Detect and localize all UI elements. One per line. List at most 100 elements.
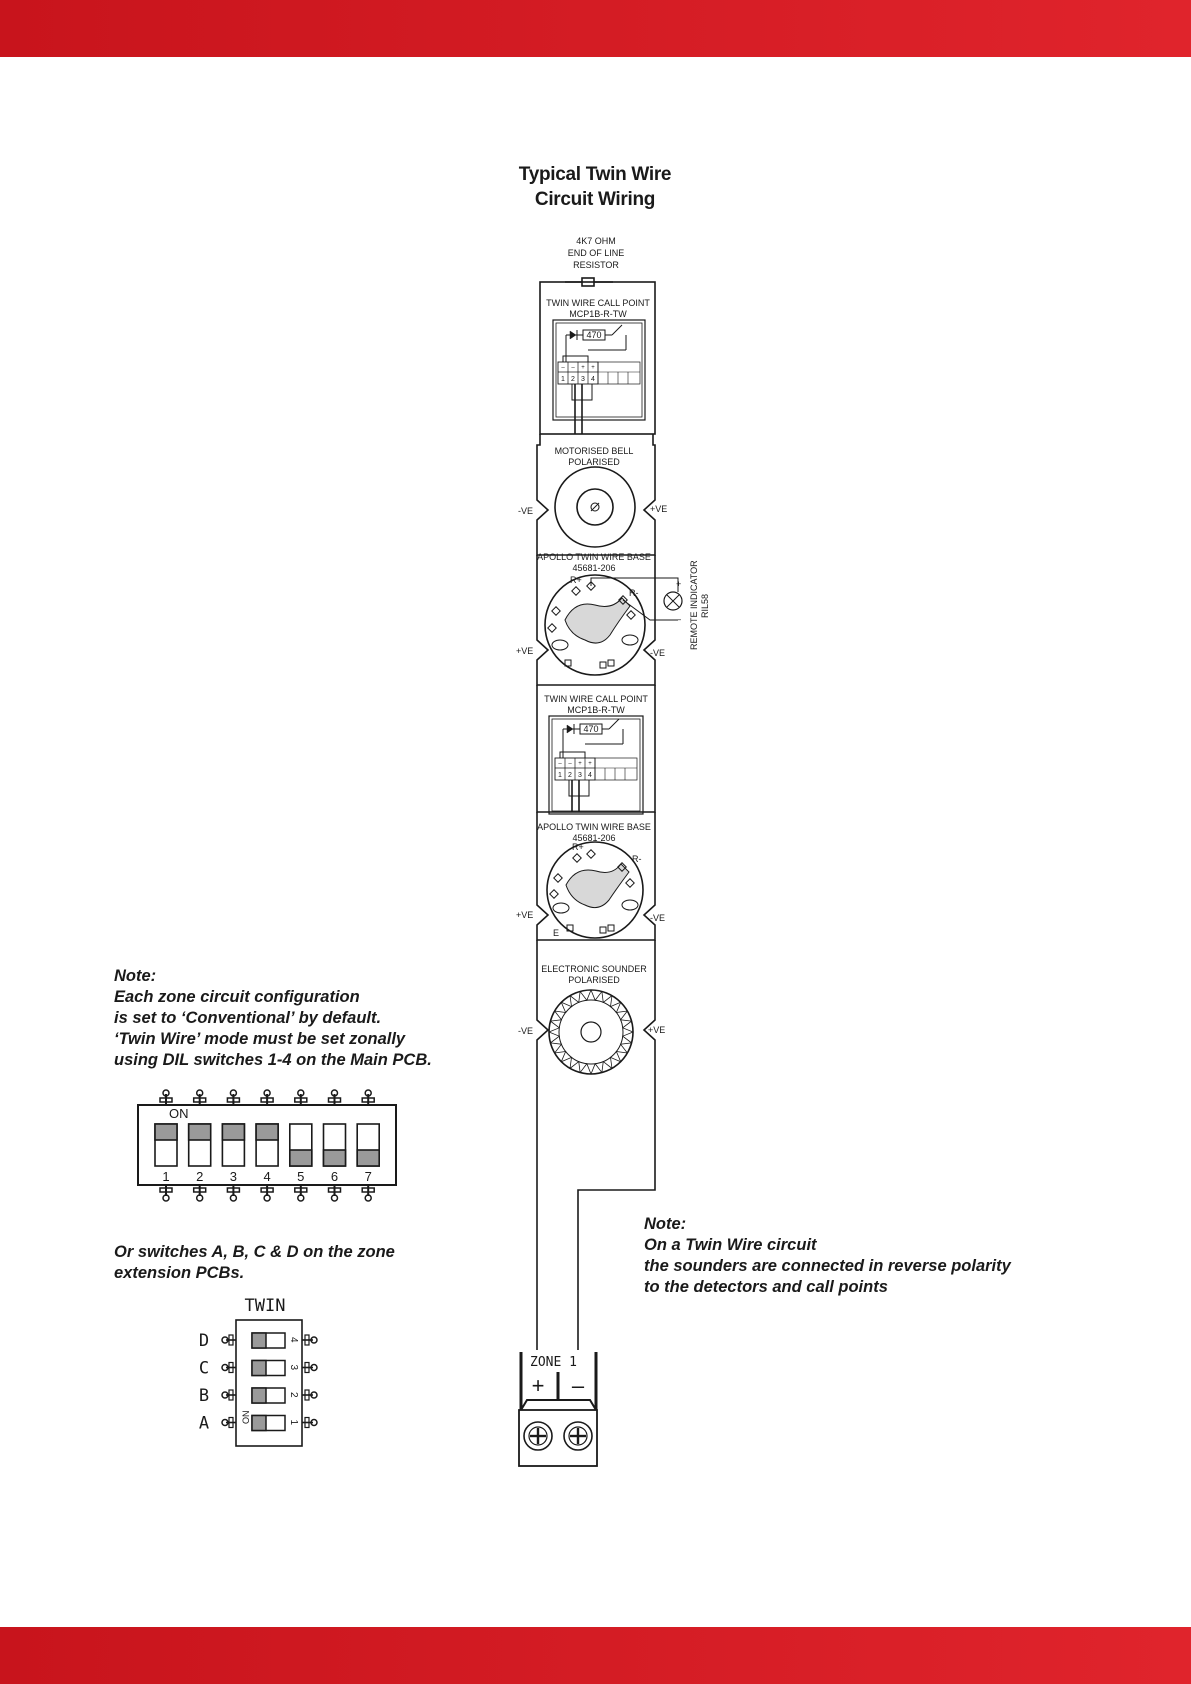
resistor-label-line1: 4K7 OHM [576, 236, 616, 246]
dil-main-switch-2 [187, 1089, 212, 1202]
base-1-label-line1: APOLLO TWIN WIRE BASE [537, 552, 651, 562]
dil-ext-switch-C [221, 1359, 318, 1377]
base-2-neg-label: -VE [650, 913, 665, 923]
call-point-2-terminal-4: 4 [588, 772, 592, 779]
dil-ext-letter-D: D [199, 1331, 209, 1351]
bell-label-line1: MOTORISED BELL [555, 446, 634, 456]
call-point-2-terminal-sign-1: – [558, 761, 562, 767]
dil-ext-number-2: 2 [288, 1392, 299, 1398]
top-color-band [0, 0, 1191, 57]
sounder-tooth [550, 1010, 563, 1022]
sounder-label-line1: ELECTRONIC SOUNDER [541, 964, 647, 974]
note-dil-ext-line-2: extension PCBs. [114, 1264, 245, 1282]
call-point-2-terminal-sign-2: – [568, 761, 572, 767]
base-1-r-minus: R- [629, 588, 639, 598]
dil-ext-number-4: 4 [288, 1337, 299, 1343]
call-point-1-terminal-2: 2 [571, 376, 575, 383]
electronic-sounder [536, 940, 656, 1350]
dil-main-number-1: 1 [162, 1169, 169, 1184]
bell-label-line2: POLARISED [568, 457, 620, 467]
sounder-pos-label: +VE [648, 1025, 665, 1035]
sounder-tooth [579, 989, 592, 1002]
note-polarity-line-2: the sounders are connected in reverse po… [644, 1257, 1011, 1275]
sounder-tooth [569, 991, 581, 1004]
note-dil-extension: Or switches A, B, C & D on the zone exte… [114, 1242, 395, 1284]
note-dil-main-line-2: is set to ‘Conventional’ by default. [114, 1009, 382, 1027]
resistor-label-line3: RESISTOR [573, 260, 619, 270]
resistor-label-line2: END OF LINE [568, 248, 625, 258]
sounder-tooth [609, 1056, 621, 1069]
diagram-title-line2: Circuit Wiring [534, 189, 656, 210]
dil-main-switch-1 [154, 1089, 178, 1202]
dil-main-switch-5 [288, 1089, 313, 1202]
dil-ext-switch-A [221, 1414, 318, 1432]
call-point-1-label-line1: TWIN WIRE CALL POINT [546, 298, 650, 308]
sounder-neg-label: -VE [518, 1026, 533, 1036]
call-point-1-terminal-3: 3 [581, 376, 585, 383]
base-2-e-label: E [553, 928, 559, 938]
dil-switch-main-pcb [137, 1089, 397, 1202]
dil-ext-number-1: 1 [288, 1420, 299, 1426]
note-polarity-heading: Note: [644, 1215, 687, 1233]
sounder-tooth [548, 1031, 561, 1044]
sounder-tooth [550, 1042, 563, 1054]
call-point-2-terminal-sign-3: + [578, 761, 582, 767]
sounder-tooth [615, 1002, 628, 1014]
dil-main-number-6: 6 [331, 1169, 338, 1184]
sounder-tooth [621, 1020, 634, 1033]
motorised-bell [536, 434, 656, 556]
dil-main-number-7: 7 [365, 1169, 372, 1184]
apollo-twin-wire-base-1 [536, 555, 679, 686]
base-1-pos-label: +VE [516, 646, 533, 656]
sounder-tooth [554, 1050, 567, 1062]
call-point-2-terminal-3: 3 [578, 772, 582, 779]
sounder-tooth [579, 1062, 592, 1075]
base-2-r-minus: R- [632, 854, 642, 864]
dil-ext-on-label: ON [241, 1411, 251, 1425]
twin-wire-call-point-1 [539, 281, 656, 435]
sounder-tooth [601, 1060, 613, 1073]
call-point-1-terminal-4: 4 [591, 376, 595, 383]
dil-main-number-3: 3 [230, 1169, 237, 1184]
dil-ext-title: TWIN [245, 1296, 286, 1316]
sounder-tooth [615, 1050, 628, 1062]
dil-ext-letter-A: A [199, 1414, 209, 1434]
call-point-1-terminal-1: 1 [561, 376, 565, 383]
dil-main-number-4: 4 [263, 1169, 270, 1184]
dil-ext-letter-C: C [199, 1359, 209, 1379]
call-point-2-resistor-value: 470 [583, 724, 598, 734]
dil-ext-switch-D [221, 1332, 318, 1349]
zone-plus-sign: + [532, 1373, 545, 1398]
sounder-label-line2: POLARISED [568, 975, 620, 985]
dil-main-switch-6 [322, 1089, 347, 1202]
note-dil-main-line-4: using DIL switches 1-4 on the Main PCB. [114, 1051, 432, 1069]
call-point-2-label-line2: MCP1B-R-TW [567, 705, 625, 715]
bell-neg-label: -VE [518, 506, 533, 516]
bell-pos-label: +VE [650, 504, 667, 514]
note-reverse-polarity: Note: On a Twin Wire circuit the sounder… [644, 1214, 1011, 1298]
dil-main-on-label: ON [169, 1106, 189, 1121]
note-dil-main-line-1: Each zone circuit configuration [114, 988, 360, 1006]
sounder-tooth [548, 1020, 561, 1033]
sounder-tooth [621, 1031, 634, 1044]
note-polarity-line-1: On a Twin Wire circuit [644, 1236, 817, 1254]
note-dil-main-line-3: ‘Twin Wire’ mode must be set zonally [114, 1030, 406, 1048]
remote-indicator-label-line1: REMOTE INDICATOR [689, 560, 699, 650]
dil-main-number-5: 5 [297, 1169, 304, 1184]
call-point-2-label-line1: TWIN WIRE CALL POINT [544, 694, 648, 704]
dil-main-number-2: 2 [196, 1169, 203, 1184]
base-1-neg-label: -VE [650, 648, 665, 658]
sounder-tooth [561, 1056, 573, 1069]
call-point-2-terminal-2: 2 [568, 772, 572, 779]
dil-main-switch-3 [221, 1089, 246, 1202]
call-point-1-terminal-sign-3: + [581, 365, 585, 371]
call-point-1-terminal-sign-1: – [561, 365, 565, 371]
dil-ext-letter-B: B [199, 1386, 209, 1406]
call-point-2-terminal-sign-4: + [588, 761, 592, 767]
sounder-tooth [569, 1060, 581, 1073]
dil-ext-switch-B [221, 1387, 318, 1404]
sounder-tooth [590, 989, 603, 1002]
call-point-1-terminal-sign-4: + [591, 365, 595, 371]
dil-main-switch-4 [255, 1089, 279, 1202]
